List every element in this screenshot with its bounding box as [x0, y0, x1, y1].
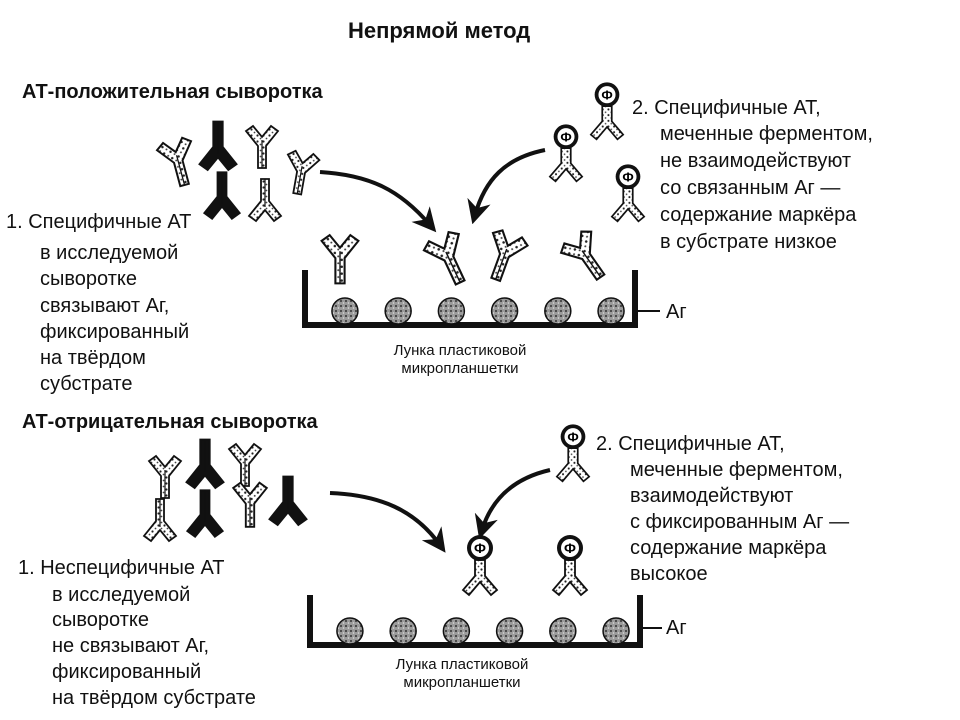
antibody-icon	[202, 171, 242, 220]
antibody-icon	[185, 489, 225, 538]
well-label-line: микропланшетки	[403, 674, 521, 691]
antigen-icon	[597, 297, 625, 325]
antibody-icon	[422, 230, 466, 286]
bottom-step1-line: не связывают Аг,	[52, 635, 210, 657]
top-step2-line: 2. Специфичные АТ,	[632, 97, 821, 119]
top-step2-line: в субстрате низкое	[660, 231, 837, 253]
antibody-icon	[244, 124, 280, 169]
bottom-step1-line: 1. Неспецифичные АТ	[18, 557, 225, 579]
top-heading: АТ-положительная сыворотка	[22, 81, 323, 103]
top-step2-line: не взаимодействуют	[660, 150, 852, 172]
enzyme-labelled-antibody-icon: Ф	[551, 535, 589, 597]
diagram-title: Непрямой метод	[348, 18, 531, 43]
antibody-icon	[320, 233, 360, 285]
antibody-icon	[155, 136, 193, 188]
enzyme-labelled-antibody-icon: Ф	[461, 535, 499, 597]
microplate-well	[307, 595, 643, 648]
antigen-icon	[437, 297, 466, 325]
antigen-icon	[602, 617, 630, 645]
antigen-icon	[495, 617, 524, 645]
antibody-icon	[231, 481, 269, 528]
bottom-step2-line: меченные ферментом,	[630, 459, 843, 481]
antibody-icon	[490, 229, 530, 283]
antigen-icon	[331, 297, 359, 325]
bottom-step1-line: сыворотке	[52, 609, 149, 631]
bottom-step1-line: в исследуемой	[52, 584, 191, 606]
antigen-icon	[389, 617, 417, 645]
antigen-icon	[549, 617, 577, 645]
well-label-line: Лунка пластиковой	[393, 342, 527, 359]
top-step2-line: содержание маркёра	[660, 204, 857, 226]
bottom-step2-line: высокое	[630, 563, 708, 585]
enzyme-labelled-antibody-icon: Ф	[548, 124, 584, 183]
bottom-antigen-label: Аг	[666, 617, 687, 639]
bottom-step1-line: фиксированный	[52, 661, 202, 683]
top-step1-line: на твёрдом	[40, 347, 146, 369]
antigen-icon	[490, 297, 519, 325]
top-antigen-label: Аг	[666, 301, 687, 323]
antigen-icon	[442, 617, 471, 645]
enzyme-labelled-antibody-icon: Ф	[589, 82, 625, 141]
enzyme-labelled-antibody-icon: Ф	[555, 424, 591, 483]
top-step1-line: субстрате	[40, 373, 133, 395]
antibody-icon	[247, 178, 283, 223]
arrow-icon	[329, 491, 446, 553]
antigen-icon	[384, 297, 412, 325]
top-step1-line: сыворотке	[40, 268, 137, 290]
bottom-step2-line: содержание маркёра	[630, 537, 827, 559]
well-label-line: микропланшетки	[401, 360, 519, 377]
arrow-icon	[474, 468, 551, 540]
antibody-icon	[268, 475, 308, 527]
antibody-icon	[185, 438, 225, 490]
well-label-line: Лунка пластиковой	[395, 656, 529, 673]
enzyme-letter: Ф	[601, 87, 612, 102]
arrow-icon	[467, 148, 546, 225]
antibody-icon	[286, 149, 321, 196]
top-well-label: Лунка пластиковой микропланшетки	[350, 342, 570, 378]
top-step2-line: меченные ферментом,	[660, 123, 873, 145]
antibody-icon	[147, 454, 183, 499]
bottom-heading: АТ-отрицательная сыворотка	[22, 411, 318, 433]
top-step1-line: в исследуемой	[40, 242, 179, 264]
enzyme-letter: Ф	[560, 129, 571, 144]
antibody-icon	[227, 442, 263, 487]
microplate-well	[302, 270, 638, 328]
top-step1-line: фиксированный	[40, 321, 190, 343]
antibody-icon	[198, 120, 238, 172]
antibody-icon	[559, 230, 606, 282]
bottom-step1-line: на твёрдом субстрате	[52, 687, 256, 709]
enzyme-letter: Ф	[474, 540, 486, 556]
enzyme-letter: Ф	[567, 429, 578, 444]
bottom-well-label: Лунка пластиковой микропланшетки	[352, 656, 572, 692]
top-step1-line: связывают Аг,	[40, 295, 170, 317]
antigen-icon	[544, 297, 572, 325]
antibody-icon	[142, 498, 178, 543]
enzyme-letter: Ф	[622, 169, 633, 184]
bottom-step2-line: 2. Специфичные АТ,	[596, 433, 785, 455]
well-outline	[307, 595, 643, 648]
arrow-icon	[319, 170, 437, 233]
top-step1-line: 1. Специфичные АТ	[6, 211, 192, 233]
top-step2-line: со связанным Аг —	[660, 177, 841, 199]
well-outline	[302, 270, 638, 328]
enzyme-letter: Ф	[564, 540, 576, 556]
enzyme-labelled-antibody-icon: Ф	[610, 164, 646, 223]
bottom-step2-line: с фиксированным Аг —	[630, 511, 850, 533]
antigen-icon	[336, 617, 364, 645]
bottom-step2-line: взаимодействуют	[630, 485, 794, 507]
